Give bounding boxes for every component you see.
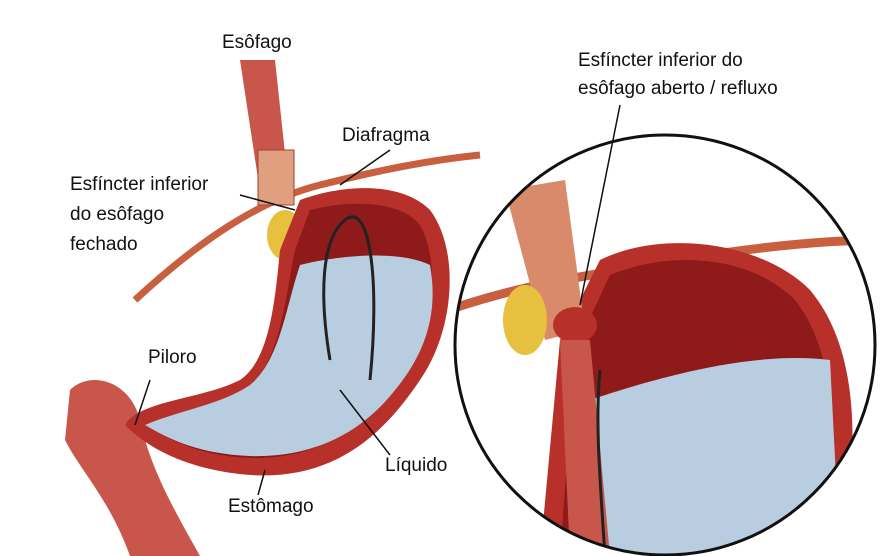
label-estomago: Estômago [228,496,314,517]
label-open-sphincter-1: Esfíncter inferior do [578,50,743,71]
label-closed-sphincter-2: do esôfago [70,204,165,225]
label-closed-sphincter-3: fechado [70,234,138,255]
diaphragm [132,151,481,303]
magnified-circle [453,133,877,556]
label-closed-sphincter-1: Esfíncter inferior [70,174,209,195]
label-esofago: Esôfago [222,32,292,53]
liquid [145,255,433,457]
label-open-sphincter-2: esôfago aberto / refluxo [578,78,778,99]
label-liquido: Líquido [385,455,448,476]
label-piloro: Piloro [148,347,197,368]
label-diafragma: Diafragma [342,125,430,146]
